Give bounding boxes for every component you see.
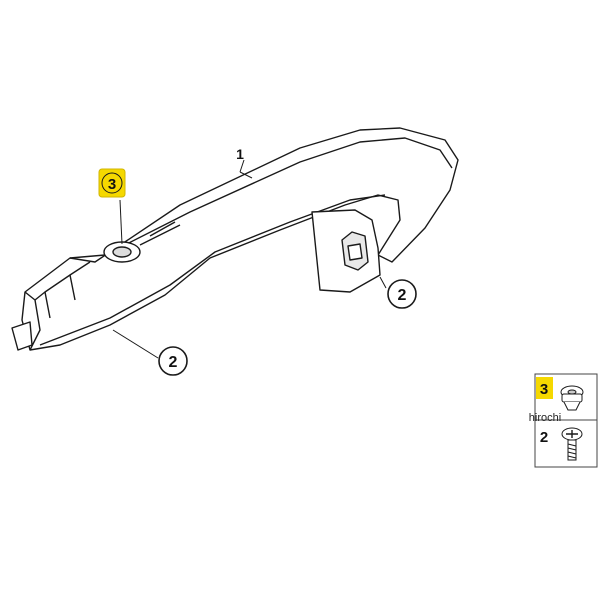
leader-lines: [112, 159, 387, 359]
legend-row-3[interactable]: 3: [536, 377, 584, 411]
callout-part-2-mount[interactable]: 2: [387, 279, 417, 309]
leader-part-2-bottom: [112, 329, 159, 359]
screw-icon: [561, 427, 583, 461]
clip-nut-icon: [560, 385, 584, 411]
svg-text:3: 3: [108, 176, 116, 193]
legend-highlight: [536, 377, 553, 399]
callout-part-3-top[interactable]: 3: [98, 168, 126, 198]
svg-text:2: 2: [398, 287, 407, 304]
callout-part-2-bottom[interactable]: 2: [158, 346, 188, 376]
watermark-text: hirochi: [529, 412, 561, 424]
svg-text:2: 2: [540, 429, 548, 446]
leader-part-1b: [239, 171, 253, 179]
svg-text:2: 2: [169, 354, 178, 371]
svg-text:3: 3: [540, 381, 548, 398]
legend-row-2[interactable]: 2: [540, 427, 583, 461]
callout-circle: [387, 279, 417, 309]
leader-part-2-mount: [379, 276, 387, 289]
parts-legend: 3 2: [534, 373, 598, 468]
callout-part-1: 1: [236, 146, 244, 162]
leader-part-3: [119, 199, 123, 245]
callout-circle: [158, 346, 188, 376]
main-part: [11, 127, 459, 351]
leader-part-1: [239, 159, 245, 173]
callout-circle: [101, 172, 123, 194]
